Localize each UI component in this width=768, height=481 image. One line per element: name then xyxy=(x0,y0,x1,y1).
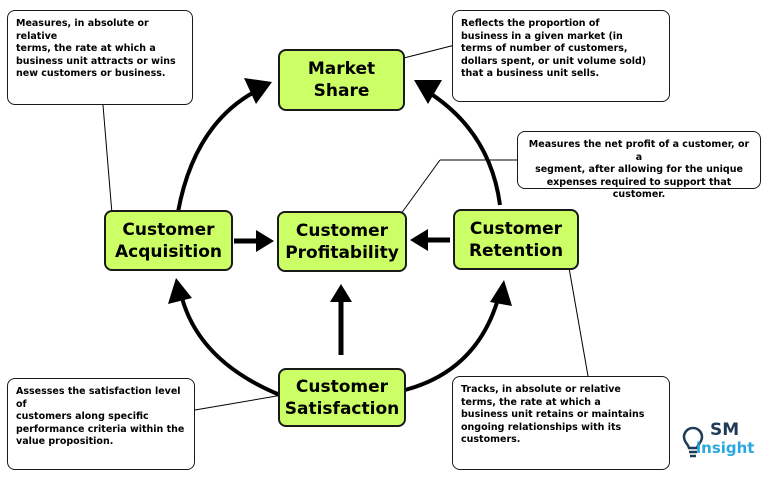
node-market-share: Market Share xyxy=(278,49,405,111)
note-satisfaction: Assesses the satisfaction level of custo… xyxy=(7,378,195,470)
arrowhead-satisfaction-to-profitability xyxy=(330,284,352,302)
note-market-share: Reflects the proportion of business in a… xyxy=(452,10,670,102)
callout-line-acquisition xyxy=(102,104,114,227)
sm-insight-logo: SM insight xyxy=(682,420,756,470)
arc-satisfaction-to-acquisition xyxy=(178,289,281,397)
arc-acquisition-to-market-share xyxy=(176,86,263,213)
note-retention: Tracks, in absolute or relative terms, t… xyxy=(452,376,670,470)
logo-insight-text: insight xyxy=(696,439,755,457)
arc-retention-to-market-share xyxy=(423,88,502,206)
arrowhead-retention-to-profitability xyxy=(410,229,428,251)
node-customer-acquisition: Customer Acquisition xyxy=(104,210,233,271)
node-customer-retention: Customer Retention xyxy=(453,209,579,270)
note-acquisition: Measures, in absolute or relative terms,… xyxy=(7,10,193,105)
arrowhead-satisfaction-to-acquisition xyxy=(168,278,192,304)
callout-line-retention xyxy=(567,261,589,377)
note-profitability: Measures the net profit of a customer, o… xyxy=(517,131,761,200)
lightbulb-icon xyxy=(682,426,704,458)
arc-satisfaction-to-retention xyxy=(404,291,502,392)
node-customer-satisfaction: Customer Satisfaction xyxy=(278,368,406,427)
arrowhead-acquisition-to-market-share xyxy=(244,78,272,104)
node-customer-profitability: Customer Profitability xyxy=(277,211,407,272)
arrowhead-retention-to-market-share xyxy=(414,80,442,104)
arrowhead-acquisition-to-profitability xyxy=(256,230,274,252)
logo-sm-text: SM xyxy=(710,420,740,440)
arrowhead-satisfaction-to-retention xyxy=(490,280,512,306)
callout-line-profitability-2 xyxy=(397,159,441,219)
